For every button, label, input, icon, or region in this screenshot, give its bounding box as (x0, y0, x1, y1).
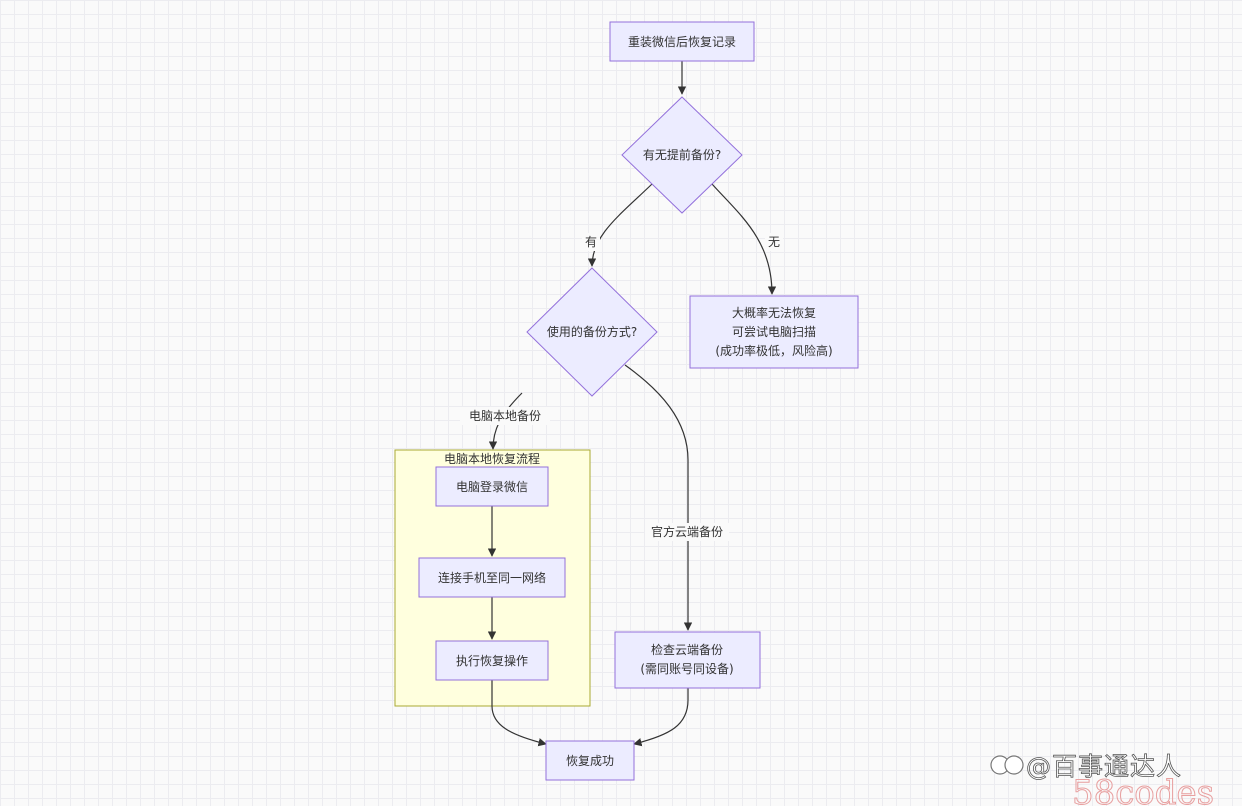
start-node (609, 21, 755, 62)
do-restore-node (435, 640, 549, 681)
backup-question-label: 有无提前备份? (643, 147, 721, 162)
edge-cloud-to-success (633, 688, 689, 747)
method-question-label: 使用的备份方式? (547, 324, 637, 339)
no-backup-line-2: 可尝试电脑扫描 (732, 324, 816, 339)
watermark-text: @百事通达人 (1026, 752, 1182, 781)
cloud-check-line-2: (需同账号同设备) (640, 662, 733, 676)
cluster-title: 电脑本地恢复流程 (444, 451, 540, 466)
pc-login-label: 电脑登录微信 (456, 479, 528, 494)
cloud-check-node (614, 631, 761, 689)
backup-question-node (621, 96, 743, 214)
edge-label-cloud: 官方云端备份 (651, 524, 723, 539)
start-node-label: 重装微信后恢复记录 (628, 35, 736, 49)
no-backup-line-1: 大概率无法恢复 (732, 305, 816, 320)
success-label: 恢复成功 (566, 754, 614, 768)
no-backup-node (689, 295, 859, 369)
edge-no (711, 183, 777, 295)
no-backup-line-3: (成功率极低，风险高) (715, 343, 832, 358)
watermark: @百事通达人 58codes (990, 752, 1215, 806)
edge-label-no: 无 (768, 235, 780, 249)
method-question-node (526, 267, 658, 397)
watermark-site: 58codes (1072, 773, 1214, 806)
edge-label-local: 电脑本地备份 (469, 409, 541, 423)
connect-network-label: 连接手机至同一网络 (438, 570, 546, 585)
connect-network-node (418, 557, 566, 598)
success-node (545, 740, 635, 781)
edge-label-yes: 有 (585, 235, 597, 249)
edge-cloud (624, 364, 693, 631)
watermark-logo-icon (990, 755, 1024, 775)
edge-restore-to-success (491, 680, 547, 747)
edge-yes (587, 183, 653, 267)
do-restore-label: 执行恢复操作 (456, 653, 528, 668)
cloud-check-line-1: 检查云端备份 (651, 642, 723, 657)
pc-login-node (435, 466, 549, 507)
